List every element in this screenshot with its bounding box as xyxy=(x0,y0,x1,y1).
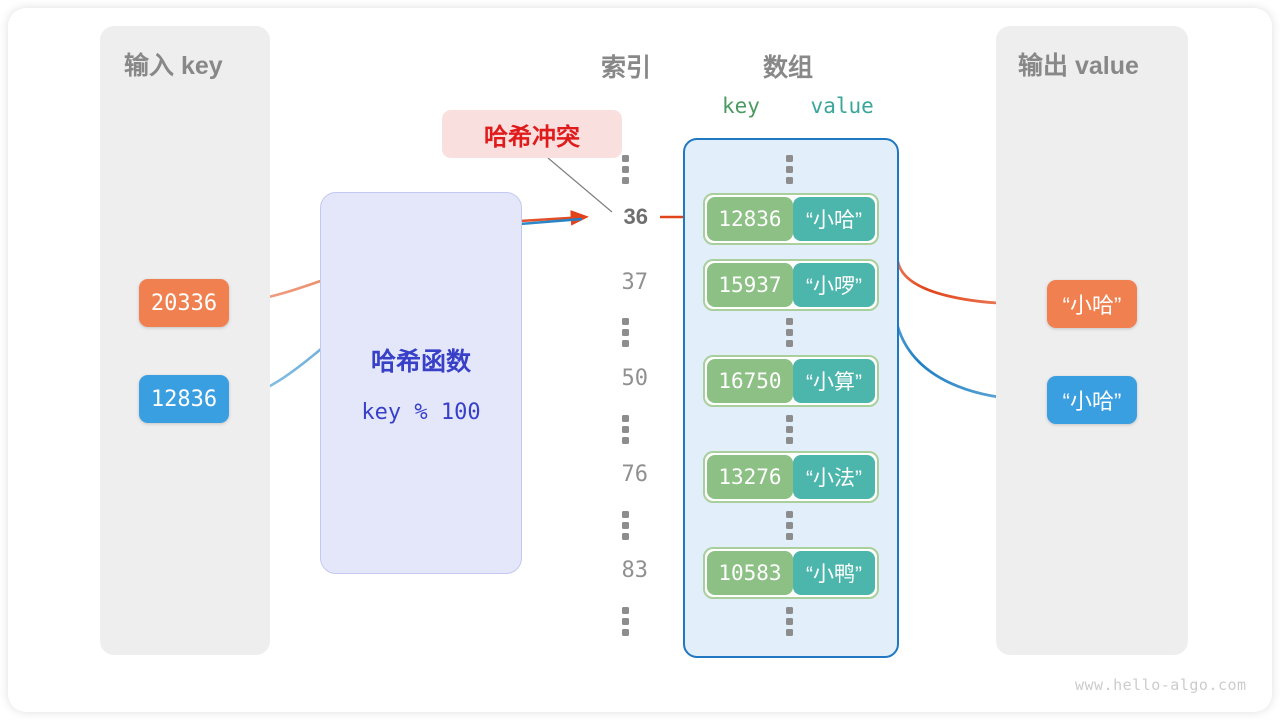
hash-function-expr: key % 100 xyxy=(361,399,481,425)
output-value-0: “小哈” xyxy=(1047,280,1137,328)
output-panel xyxy=(996,26,1188,655)
index-dots-1 xyxy=(621,318,629,347)
array-dots-0 xyxy=(785,155,793,184)
kv-header-gap xyxy=(773,94,798,118)
index-label-83: 83 xyxy=(621,558,649,583)
index-column-header: 索引 xyxy=(600,54,651,82)
output-value-1: “小哈” xyxy=(1047,376,1137,424)
array-dots-4 xyxy=(785,607,793,636)
collision-badge: 哈希冲突 xyxy=(442,110,622,158)
array-kv-header: key value xyxy=(722,94,874,118)
array-cell-76: 13276 “小法” xyxy=(703,451,879,503)
input-panel-title: 输入 key xyxy=(124,52,223,80)
array-cell-37-key: 15937 xyxy=(707,263,793,307)
array-cell-76-key: 13276 xyxy=(707,455,793,499)
array-cell-37-value: “小啰” xyxy=(792,263,875,307)
array-cell-37: 15937 “小啰” xyxy=(703,259,879,311)
array-cell-50-key: 16750 xyxy=(707,359,793,403)
output-panel-title: 输出 value xyxy=(1018,52,1139,80)
index-label-36: 36 xyxy=(623,204,648,229)
index-dots-0 xyxy=(621,155,629,184)
input-key-1: 12836 xyxy=(139,375,229,423)
array-dots-3 xyxy=(785,511,793,540)
index-dots-3 xyxy=(621,511,629,540)
hash-function-title: 哈希函数 xyxy=(370,347,471,376)
array-cell-36-value: “小哈” xyxy=(792,197,875,241)
array-cell-76-value: “小法” xyxy=(792,455,875,499)
hash-function-box: 哈希函数 key % 100 xyxy=(320,192,522,574)
array-cell-36-key: 12836 xyxy=(707,197,793,241)
array-cell-50: 16750 “小算” xyxy=(703,355,879,407)
array-dots-2 xyxy=(785,415,793,444)
array-cell-83: 10583 “小鸭” xyxy=(703,547,879,599)
array-cell-83-value: “小鸭” xyxy=(792,551,875,595)
index-dots-4 xyxy=(621,607,629,636)
index-label-37: 37 xyxy=(621,270,649,295)
array-dots-1 xyxy=(785,318,793,347)
index-label-50: 50 xyxy=(621,366,649,391)
array-column-header: 数组 xyxy=(762,54,813,82)
input-panel xyxy=(100,26,270,655)
watermark: www.hello-algo.com xyxy=(1075,676,1247,694)
key-header-label: key xyxy=(722,94,760,118)
index-label-76: 76 xyxy=(621,462,649,487)
array-cell-50-value: “小算” xyxy=(792,359,875,403)
index-dots-2 xyxy=(621,415,629,444)
input-key-0: 20336 xyxy=(139,279,229,327)
value-header-label: value xyxy=(810,94,874,118)
array-cell-83-key: 10583 xyxy=(707,551,793,595)
array-cell-36: 12836 “小哈” xyxy=(703,193,879,245)
